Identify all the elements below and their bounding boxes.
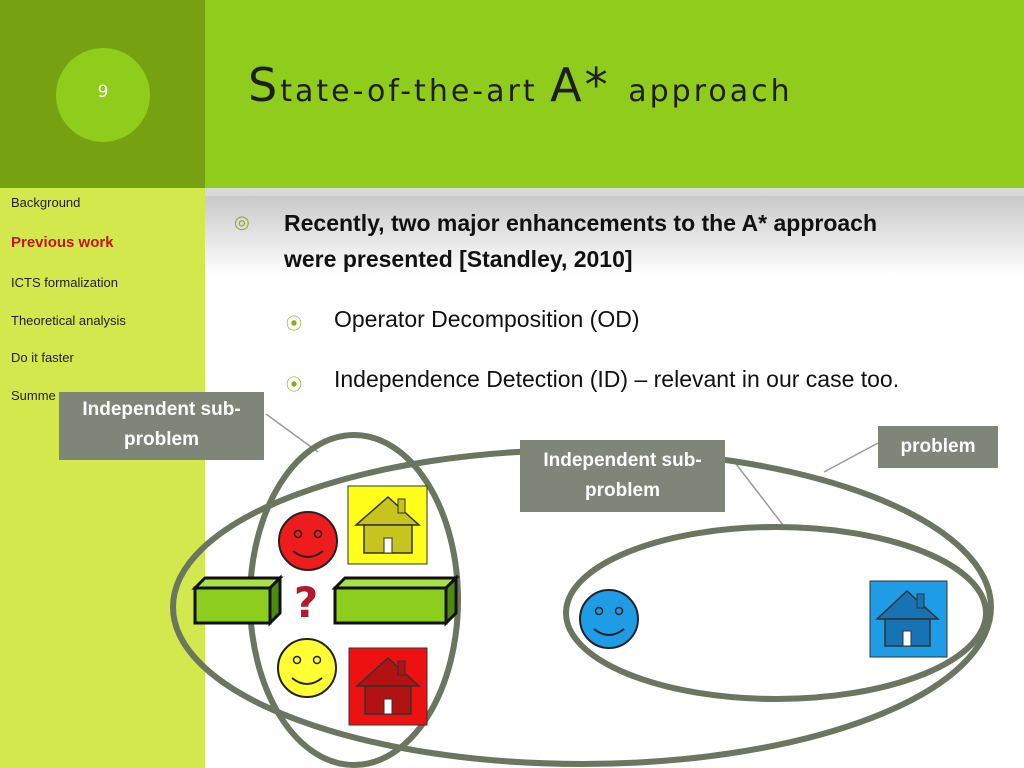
slide-number: 9 bbox=[97, 82, 109, 102]
sidebar bbox=[0, 188, 205, 768]
slide-number-badge: 9 bbox=[56, 48, 150, 142]
bullet-main: Recently, two major enhancements to the … bbox=[284, 210, 878, 272]
title-cap-s: S bbox=[248, 58, 281, 112]
sidebar-item-icts-formalization[interactable]: ICTS formalization bbox=[11, 275, 118, 290]
title-part2: approach bbox=[628, 74, 793, 109]
right-corridor-block-icon bbox=[331, 574, 460, 627]
callout-line-middle bbox=[732, 459, 784, 526]
blue-goal-house-icon bbox=[869, 580, 948, 658]
yellow-goal-house-icon bbox=[347, 485, 428, 565]
bullet-sub-id: Independence Detection (ID) – relevant i… bbox=[334, 366, 900, 392]
title-bar bbox=[205, 0, 1024, 188]
sidebar-item-background[interactable]: Background bbox=[11, 195, 81, 210]
yellow-agent-icon bbox=[277, 638, 337, 698]
sidebar-item-summary[interactable]: Summe bbox=[11, 388, 56, 403]
bullet-sub-od: Operator Decomposition (OD) bbox=[334, 306, 640, 332]
red-goal-house-icon bbox=[348, 647, 428, 726]
sub-bullet-icon: ⦿ bbox=[286, 316, 303, 333]
callout-line-left bbox=[265, 413, 319, 453]
title-cap-a: A* bbox=[550, 58, 629, 112]
left-corridor-block-icon bbox=[191, 574, 284, 627]
slide-title: State-of-the-art A* approach bbox=[248, 58, 793, 112]
sidebar-item-theoretical-analysis[interactable]: Theoretical analysis bbox=[11, 313, 126, 328]
right-subproblem-ellipse bbox=[563, 524, 989, 702]
sub-bullet-icon: ⦿ bbox=[286, 377, 303, 394]
header-shadow bbox=[205, 196, 1024, 276]
label-independent-subproblem-middle: Independent sub-problem bbox=[520, 440, 725, 512]
red-agent-icon bbox=[278, 511, 338, 571]
conflict-question-mark: ? bbox=[294, 578, 318, 627]
label-problem: problem bbox=[878, 426, 998, 468]
bullet-icon: ◎ bbox=[234, 212, 250, 232]
divider-band bbox=[205, 188, 1024, 196]
callout-line-right bbox=[823, 442, 879, 473]
title-part1: tate-of-the-art bbox=[280, 74, 551, 109]
sidebar-item-previous-work[interactable]: Previous work bbox=[11, 234, 114, 251]
label-independent-subproblem-left: Independent sub-problem bbox=[59, 392, 264, 460]
sidebar-item-do-it-faster[interactable]: Do it faster bbox=[11, 350, 74, 365]
blue-agent-icon bbox=[579, 589, 639, 649]
